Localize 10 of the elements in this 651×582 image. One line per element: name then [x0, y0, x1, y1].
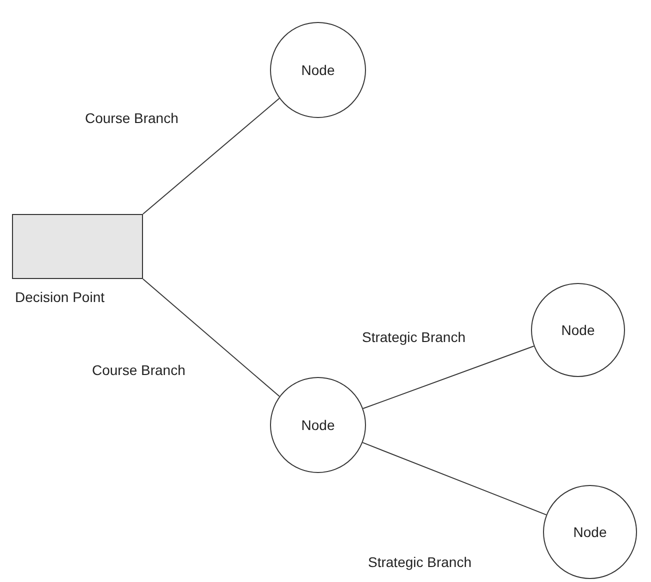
decision-box: [12, 214, 143, 279]
node-label: Node: [561, 321, 595, 340]
node-label: Node: [301, 416, 335, 435]
connector-line: [142, 98, 280, 214]
connector-line: [142, 278, 280, 397]
node-label: Node: [573, 523, 607, 542]
connector-line: [362, 346, 534, 410]
node-label: Node: [301, 61, 335, 80]
box-caption: Decision Point: [15, 288, 104, 307]
connector-line: [362, 442, 547, 516]
